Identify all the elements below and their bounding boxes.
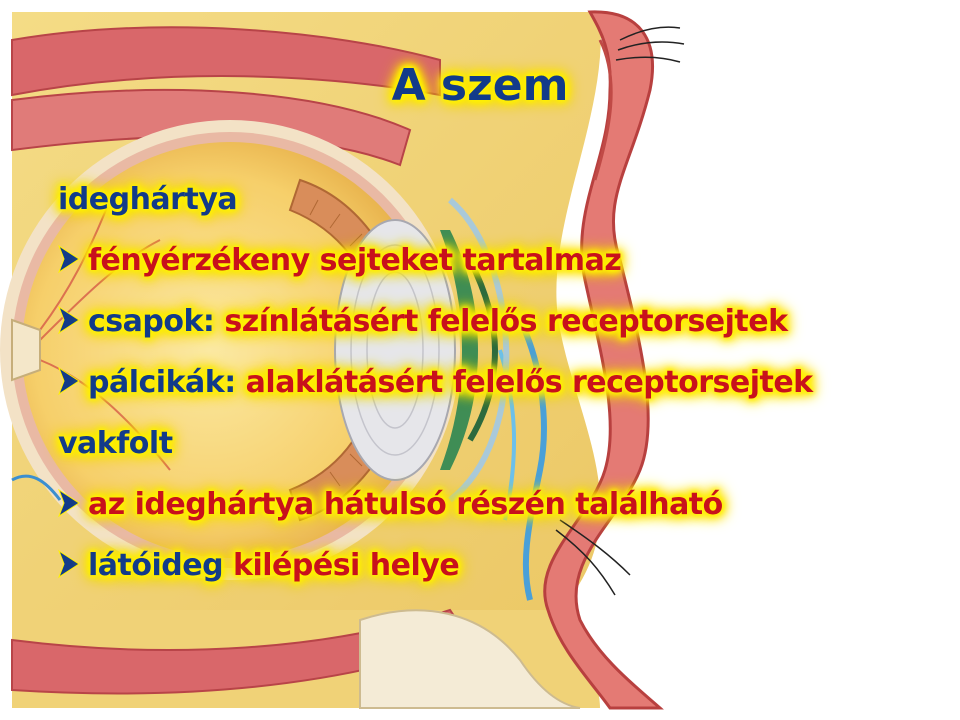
bullet-text: színlátásért felelős receptorsejtek	[224, 304, 788, 339]
list-item: látóideg kilépési helye	[58, 544, 938, 605]
bullet-label: látóideg	[88, 548, 224, 583]
list-item: az ideghártya hátulsó részén található	[58, 483, 938, 544]
bullet-label: pálcikák:	[88, 365, 236, 400]
page-title: A szem	[391, 60, 569, 111]
bullet-label: csapok:	[88, 304, 215, 339]
arrowhead-bullet-icon	[58, 488, 80, 518]
bullet-text: alaklátásért felelős receptorsejtek	[245, 365, 813, 400]
list-item: fényérzékeny sejteket tartalmaz	[58, 239, 938, 300]
bullet-text: az ideghártya hátulsó részén található	[88, 487, 723, 522]
list-item: csapok: színlátásért felelős receptorsej…	[58, 300, 938, 361]
arrowhead-bullet-icon	[58, 244, 80, 274]
arrowhead-bullet-icon	[58, 305, 80, 335]
arrowhead-bullet-icon	[58, 366, 80, 396]
bullet-list: ideghártya fényérzékeny sejteket tartalm…	[58, 178, 938, 605]
list-item: pálcikák: alaklátásért felelős receptors…	[58, 361, 938, 422]
arrowhead-bullet-icon	[58, 549, 80, 579]
section-heading-vakfolt: vakfolt	[58, 426, 173, 461]
bullet-text: fényérzékeny sejteket tartalmaz	[88, 243, 622, 278]
bullet-text: kilépési helye	[233, 548, 460, 583]
section-heading-ideghartya: ideghártya	[58, 182, 238, 217]
